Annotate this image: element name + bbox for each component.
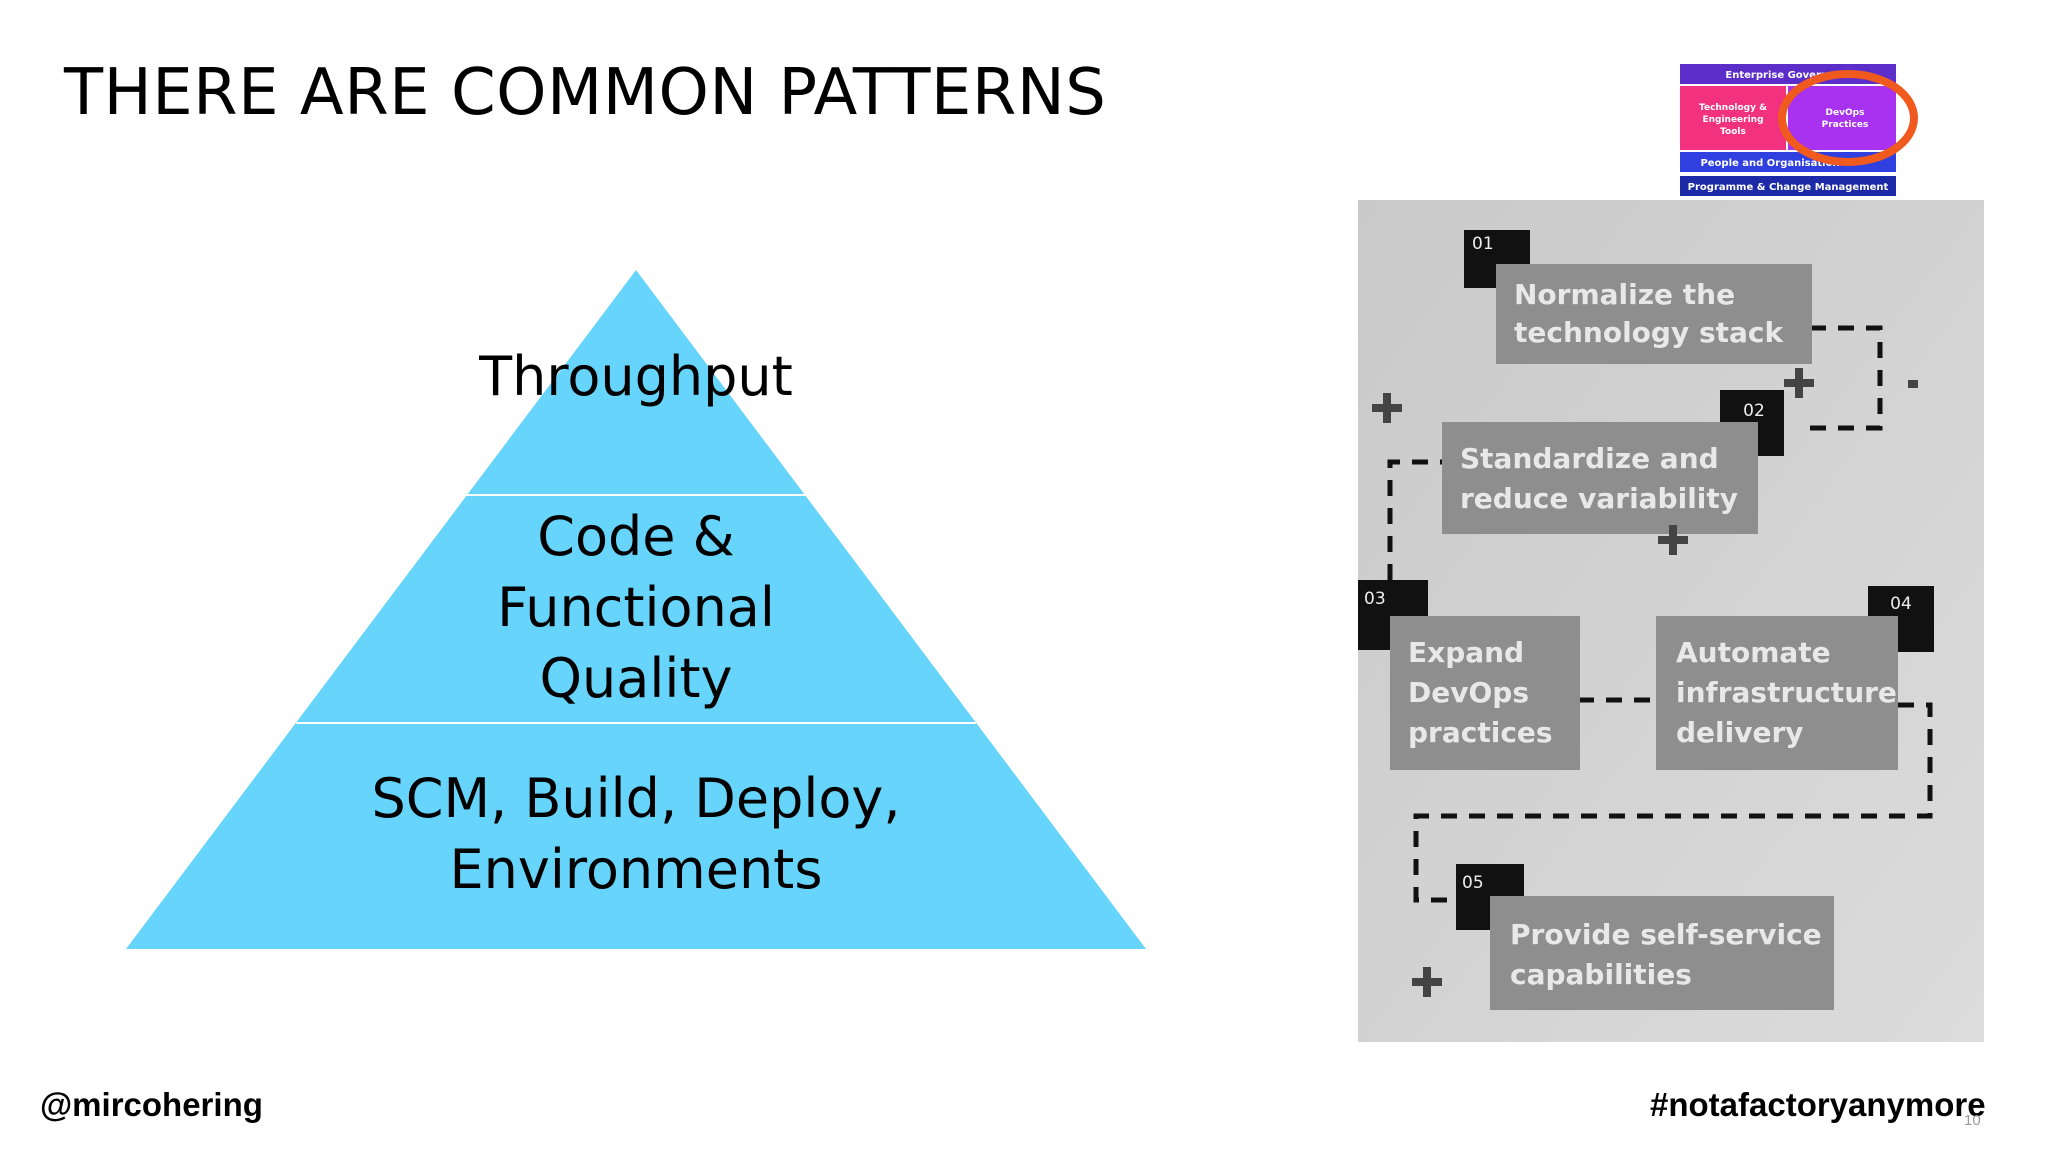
step-04-line-1: Automate xyxy=(1676,636,1831,669)
step-04-card xyxy=(1656,616,1898,770)
step-05-card xyxy=(1490,896,1834,1010)
pyramid-bottom-line-2: Environments xyxy=(450,838,823,901)
step-01-card xyxy=(1496,264,1812,364)
plus-icon xyxy=(1658,525,1688,555)
people-bar xyxy=(1680,152,1896,172)
pyramid-bottom-line-1: SCM, Build, Deploy, xyxy=(371,767,900,830)
step-05-number: 05 xyxy=(1462,873,1484,893)
roadmap-photo: 01 Normalize the technology stack 02 Sta… xyxy=(1358,200,1984,1042)
step-01-line-1: Normalize the xyxy=(1514,278,1735,311)
enterprise-bar xyxy=(1680,64,1896,84)
pyramid-middle-line-2: Functional xyxy=(497,576,775,639)
step-03-line-1: Expand xyxy=(1408,636,1524,669)
step-03-number: 03 xyxy=(1364,589,1386,609)
step-03-card xyxy=(1390,616,1580,770)
devops-label-1: DevOps xyxy=(1826,108,1865,118)
slide-title: THERE ARE COMMON PATTERNS xyxy=(64,56,1107,130)
plus-icon xyxy=(1784,368,1814,398)
step-02-number: 02 xyxy=(1743,401,1765,421)
tech-block xyxy=(1680,86,1786,150)
step-05-line-1: Provide self-service xyxy=(1510,918,1822,951)
programme-label: Programme & Change Management xyxy=(1688,182,1889,193)
pyramid-shape xyxy=(126,270,1146,949)
step-05-line-2: capabilities xyxy=(1510,958,1692,991)
pyramid-middle-line-3: Quality xyxy=(540,647,733,710)
pyramid-diagram: Throughput Code & Functional Quality SCM… xyxy=(126,270,1146,949)
dashed-connectors xyxy=(1387,325,1933,903)
pyramid-middle-line-1: Code & xyxy=(537,505,735,568)
enterprise-label: Enterprise Governance xyxy=(1725,70,1854,81)
highlight-circle xyxy=(1778,70,1918,166)
twitter-handle: @mircohering xyxy=(40,1086,263,1123)
page-number: 10 xyxy=(1964,1112,1981,1129)
step-04-line-3: delivery xyxy=(1676,716,1804,749)
people-label: People and Organisation xyxy=(1700,158,1839,169)
pyramid-top-label: Throughput xyxy=(478,345,793,408)
devops-block xyxy=(1788,86,1896,150)
step-01-number: 01 xyxy=(1472,234,1494,254)
step-02-card xyxy=(1442,422,1758,534)
plus-icon xyxy=(1412,967,1442,997)
step-01-line-2: technology stack xyxy=(1514,316,1784,349)
step-03-line-3: practices xyxy=(1408,716,1553,749)
devops-label-2: Practices xyxy=(1822,120,1869,130)
step-02-line-2: reduce variability xyxy=(1460,482,1738,515)
step-04-line-2: infrastructure xyxy=(1676,676,1897,709)
step-03-line-2: DevOps xyxy=(1408,676,1529,709)
hashtag: #notafactoryanymore xyxy=(1650,1086,1986,1123)
step-04-number: 04 xyxy=(1890,594,1912,614)
tech-label-1: Technology & xyxy=(1699,103,1767,113)
programme-bar xyxy=(1680,176,1896,196)
step-02-line-1: Standardize and xyxy=(1460,442,1719,475)
plus-icon xyxy=(1372,393,1402,423)
tech-label-3: Tools xyxy=(1720,127,1746,137)
framework-diagram: Enterprise Governance Technology & Engin… xyxy=(1680,64,1918,196)
tech-label-2: Engineering xyxy=(1702,115,1763,125)
